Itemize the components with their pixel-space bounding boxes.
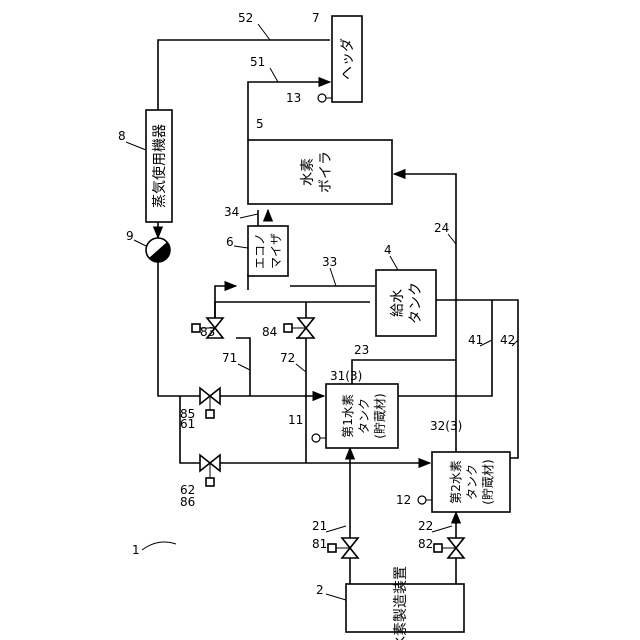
- label-12: 12: [396, 493, 411, 507]
- label-84: 84: [262, 325, 277, 339]
- label-85: 85: [180, 407, 195, 421]
- label-33: 33: [322, 255, 337, 269]
- tank2-label-2: タンク: [465, 464, 479, 500]
- line-23: [352, 360, 456, 384]
- label-13: 13: [286, 91, 301, 105]
- label-1: 1: [132, 543, 140, 557]
- valve-82[interactable]: [434, 538, 464, 558]
- label-32: 32(3): [430, 419, 462, 433]
- label-71: 71: [222, 351, 237, 365]
- pump-9[interactable]: [146, 238, 170, 262]
- tank1-label-3: (貯蔵材): [373, 393, 387, 438]
- label-52: 52: [238, 11, 253, 25]
- label-6: 6: [226, 235, 234, 249]
- label-31: 31(3): [330, 369, 362, 383]
- label-23: 23: [354, 343, 369, 357]
- valve-84[interactable]: [284, 318, 314, 338]
- economizer-label-1: エコノ: [253, 233, 267, 269]
- header-label: ヘッダ: [340, 38, 356, 80]
- tank1-label-1: 第1水素: [341, 394, 355, 438]
- label-4: 4: [384, 243, 392, 257]
- boiler-label-1: 水素: [300, 158, 316, 186]
- tank2-label-3: (貯蔵材): [481, 459, 495, 504]
- steam-equipment-label: 蒸気使用機器: [151, 124, 168, 208]
- label-22: 22: [418, 519, 433, 533]
- valve-62[interactable]: [200, 455, 220, 486]
- label-72: 72: [280, 351, 295, 365]
- feedwater-label-1: 給水: [390, 289, 406, 317]
- economizer-label-2: マイザ: [269, 233, 283, 269]
- label-11: 11: [288, 413, 303, 427]
- label-7: 7: [312, 11, 320, 25]
- label-81: 81: [312, 537, 327, 551]
- feedwater-label-2: タンク: [408, 282, 424, 324]
- valve-81[interactable]: [328, 538, 358, 558]
- line-83-out: [215, 286, 236, 338]
- valve-61[interactable]: [200, 388, 220, 418]
- label-2: 2: [316, 583, 324, 597]
- tank2-label-1: 第2水素: [449, 460, 463, 504]
- label-41: 41: [468, 333, 483, 347]
- label-83: 83: [200, 325, 215, 339]
- label-9: 9: [126, 229, 134, 243]
- label-24: 24: [434, 221, 449, 235]
- label-5: 5: [256, 117, 264, 131]
- line-52: [158, 40, 330, 110]
- line-42: [492, 300, 518, 458]
- production-label: 水素製造装置: [393, 566, 409, 640]
- label-8: 8: [118, 129, 126, 143]
- label-34: 34: [224, 205, 239, 219]
- label-86: 86: [180, 495, 195, 509]
- label-51: 51: [250, 55, 265, 69]
- boiler-label-2: ボイラ: [318, 151, 334, 193]
- feedwater-tank-box: [376, 270, 436, 336]
- line-72: [296, 338, 306, 463]
- label-21: 21: [312, 519, 327, 533]
- tank1-label-2: タンク: [357, 398, 371, 434]
- label-82: 82: [418, 537, 433, 551]
